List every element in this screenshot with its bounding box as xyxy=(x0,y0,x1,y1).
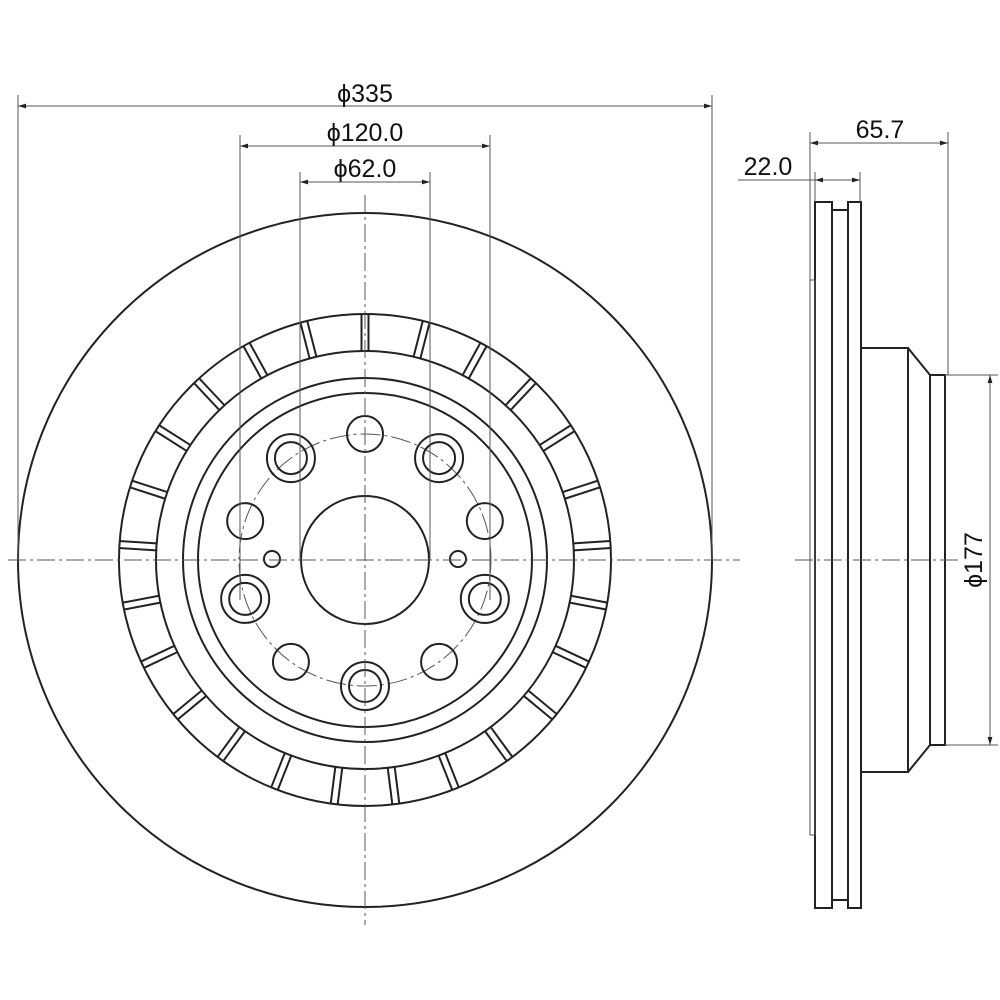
vane-line xyxy=(573,547,611,552)
outer-plate xyxy=(814,201,833,909)
vane-line xyxy=(539,424,572,446)
bolt-hole xyxy=(271,642,310,681)
vane-line xyxy=(393,766,401,804)
vane-line xyxy=(573,540,611,545)
front-view xyxy=(8,195,740,925)
stud-hole-outer xyxy=(459,573,510,624)
vanes xyxy=(119,314,611,805)
vane-line xyxy=(276,755,293,791)
vane-line xyxy=(172,689,203,715)
vane-line xyxy=(119,540,157,545)
vane-line xyxy=(122,594,160,604)
vane-line xyxy=(504,377,532,406)
locator-hole xyxy=(449,550,467,568)
side-view xyxy=(795,201,960,909)
bolt-circle-label: ϕ120.0 xyxy=(327,119,404,147)
locator-hole xyxy=(263,550,281,568)
vane-line xyxy=(336,767,344,805)
stud-hole-inner xyxy=(422,441,457,476)
vane-line xyxy=(131,479,168,494)
vane-line xyxy=(444,752,460,788)
bolt-hole xyxy=(226,502,265,541)
vane-line xyxy=(299,322,311,359)
vane-line xyxy=(523,695,553,721)
vane-line xyxy=(306,320,318,357)
vane-line xyxy=(542,430,576,452)
vane-line xyxy=(129,486,166,500)
vane-section xyxy=(831,209,849,901)
dimension-height xyxy=(809,132,949,375)
vane-line xyxy=(140,644,175,663)
vane-line xyxy=(154,430,188,452)
vane-line xyxy=(489,726,514,758)
stud-hole-inner xyxy=(228,581,263,616)
vane-line xyxy=(248,342,269,376)
vane-line xyxy=(119,547,157,552)
bolt-hole xyxy=(420,642,459,681)
vane-line xyxy=(555,644,590,663)
dimension-center-bore xyxy=(299,172,431,560)
vane-line xyxy=(412,320,424,357)
vane-line xyxy=(570,594,608,604)
vane-line xyxy=(177,695,207,721)
bolt-hole xyxy=(465,502,504,541)
thickness-label: 22.0 xyxy=(744,153,793,181)
vane-line xyxy=(564,486,601,500)
vane-line xyxy=(242,345,263,380)
vane-line xyxy=(467,345,488,380)
vane-line xyxy=(329,766,337,804)
vane-line xyxy=(509,382,537,411)
vane-line xyxy=(222,730,246,762)
vane-line xyxy=(437,755,454,791)
height-label: 65.7 xyxy=(856,116,905,144)
vane-line xyxy=(484,730,508,762)
stud-hole-inner xyxy=(467,581,502,616)
vane-line xyxy=(562,479,599,494)
vane-line xyxy=(123,601,161,611)
dimension-thickness xyxy=(738,172,861,202)
vane-line xyxy=(461,342,482,376)
vane-line xyxy=(419,322,431,359)
stud-hole-outer xyxy=(220,573,271,624)
stud-hole-outer xyxy=(265,433,316,484)
dimension-outer xyxy=(17,95,713,560)
vane-line xyxy=(527,689,558,715)
vane-line xyxy=(216,726,241,758)
vane-line xyxy=(569,601,607,611)
center-bore-label: ϕ62.0 xyxy=(334,155,397,183)
dimension-hub xyxy=(945,374,998,746)
stud-hole-outer xyxy=(414,433,465,484)
outer-diameter-label: ϕ335 xyxy=(337,80,393,108)
dimension-bolt-circle xyxy=(239,135,491,600)
vane-line xyxy=(270,752,286,788)
vane-line xyxy=(143,651,178,669)
vane-line xyxy=(198,377,226,406)
vane-line xyxy=(158,424,191,446)
friction-face xyxy=(809,279,816,836)
stud-hole-inner xyxy=(273,441,308,476)
inner-plate xyxy=(847,201,862,909)
vane-line xyxy=(193,382,221,411)
vane-line xyxy=(552,651,587,669)
hub-diameter-label: ϕ177 xyxy=(960,532,988,588)
vane-line xyxy=(386,767,394,805)
